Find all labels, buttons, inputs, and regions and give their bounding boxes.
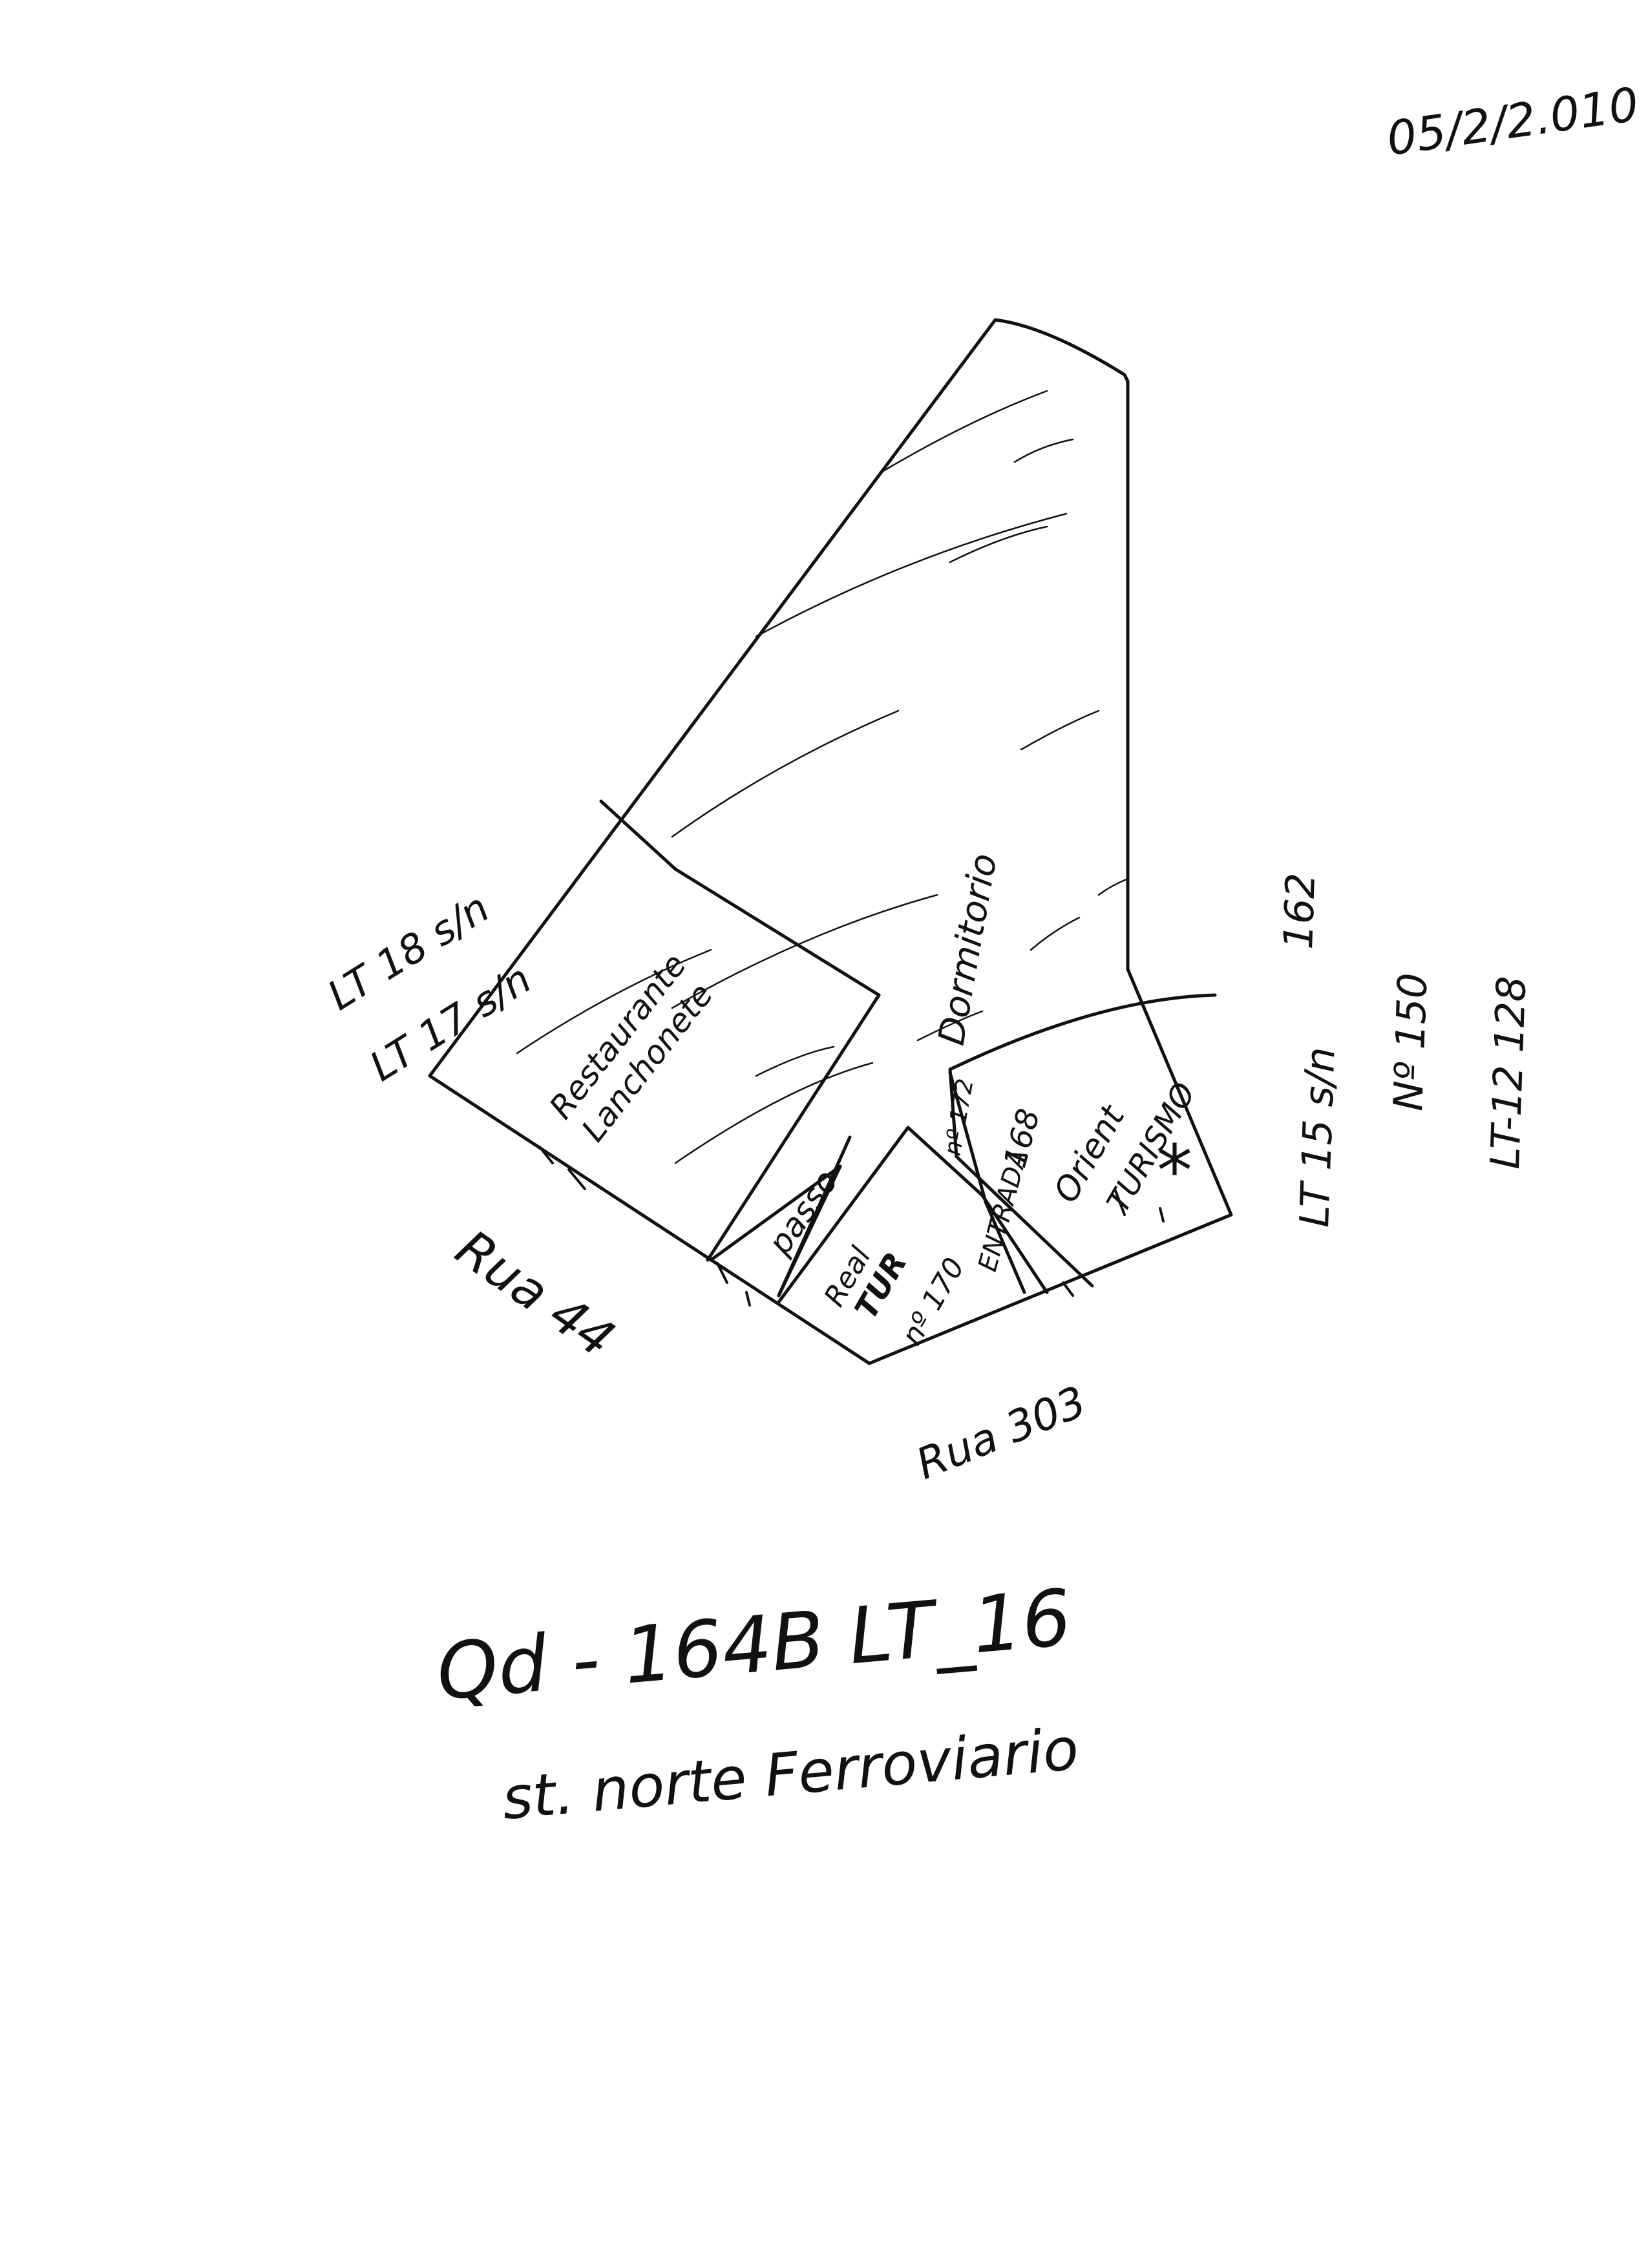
real-tur-roof — [777, 1126, 1049, 1304]
lot-boundary — [428, 318, 1233, 1365]
entrada-line — [948, 1067, 1094, 1288]
street-rua-303: Rua 303 — [909, 1376, 1093, 1489]
label-lt12: LT-12 128 — [1481, 975, 1535, 1170]
label-n150: Nº 150 — [1384, 972, 1436, 1111]
passage-inner-line — [777, 1135, 852, 1297]
street-rua-44: Rua 44 — [445, 1219, 624, 1369]
label-asterisk: * — [1157, 1129, 1192, 1212]
hatching — [516, 390, 1129, 1164]
plot-sector: st. norte Ferroviario — [500, 1715, 1081, 1833]
restaurant-divider-right — [706, 993, 881, 1262]
plot-reference: Qd - 164B LT_16 — [433, 1573, 1075, 1718]
label-n172: nº 172 — [939, 1076, 978, 1157]
date-label: 05/2/2.010 — [1384, 77, 1642, 166]
label-168: 168 — [997, 1105, 1047, 1171]
label-dormitorio: Dormitorio — [931, 850, 1006, 1048]
label-lt15: LT 15 s/n — [1291, 1046, 1344, 1228]
frontage-ticks — [538, 1146, 1165, 1307]
label-162: 162 — [1274, 872, 1324, 950]
restaurant-divider-top — [599, 799, 881, 997]
orient-turismo-arc — [948, 993, 1217, 1071]
entrada-strip-line — [948, 1071, 1026, 1294]
